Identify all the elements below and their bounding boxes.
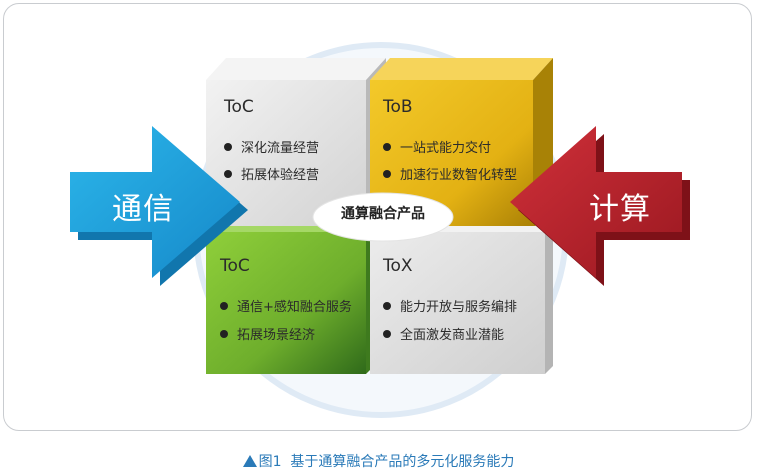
triangle-icon [242,455,257,467]
bullet-icon [220,330,228,338]
box-bottom-right-item-2: 全面激发商业潜能 [383,324,504,343]
bullet-icon [383,170,391,178]
box-top-left-title: ToC [224,97,254,117]
box-bottom-right-cube [370,226,553,374]
item-label: 全面激发商业潜能 [400,328,505,343]
right-arrow [510,126,690,286]
right-arrow-label: 计算 [589,192,651,227]
box-bottom-left-title: ToC [220,256,250,276]
bullet-icon [383,143,391,151]
item-label: 拓展体验经营 [241,168,320,183]
item-label: 一站式能力交付 [400,141,492,156]
bullet-icon [224,170,232,178]
item-label: 拓展场景经济 [237,328,316,343]
bullet-icon [383,330,391,338]
bullet-icon [224,143,232,151]
box-bottom-left-cube [206,226,372,374]
center-ellipse [312,192,454,242]
box-top-right-item-2: 加速行业数智化转型 [383,164,517,183]
center-label: 通算融合产品 [341,206,425,222]
box-bottom-left-item-2: 拓展场景经济 [220,324,315,343]
box-top-left-item-1: 深化流量经营 [224,137,319,156]
item-label: 深化流量经营 [241,141,320,156]
bullet-icon [383,302,391,310]
left-arrow-label: 通信 [112,192,174,227]
caption-prefix: 图1 [258,454,282,470]
figure-caption: 图1 基于通算融合产品的多元化服务能力 [0,451,757,471]
box-top-right-item-1: 一站式能力交付 [383,137,491,156]
item-label: 加速行业数智化转型 [400,168,518,183]
box-top-left-item-2: 拓展体验经营 [224,164,319,183]
box-top-right-title: ToB [383,97,413,117]
caption-text: 基于通算融合产品的多元化服务能力 [290,454,515,470]
item-label: 通信+感知融合服务 [237,300,352,315]
left-arrow [70,126,248,286]
box-bottom-right-item-1: 能力开放与服务编排 [383,296,517,315]
box-bottom-right-title: ToX [383,256,413,276]
box-bottom-left-item-1: 通信+感知融合服务 [220,296,352,315]
bullet-icon [220,302,228,310]
item-label: 能力开放与服务编排 [400,300,518,315]
